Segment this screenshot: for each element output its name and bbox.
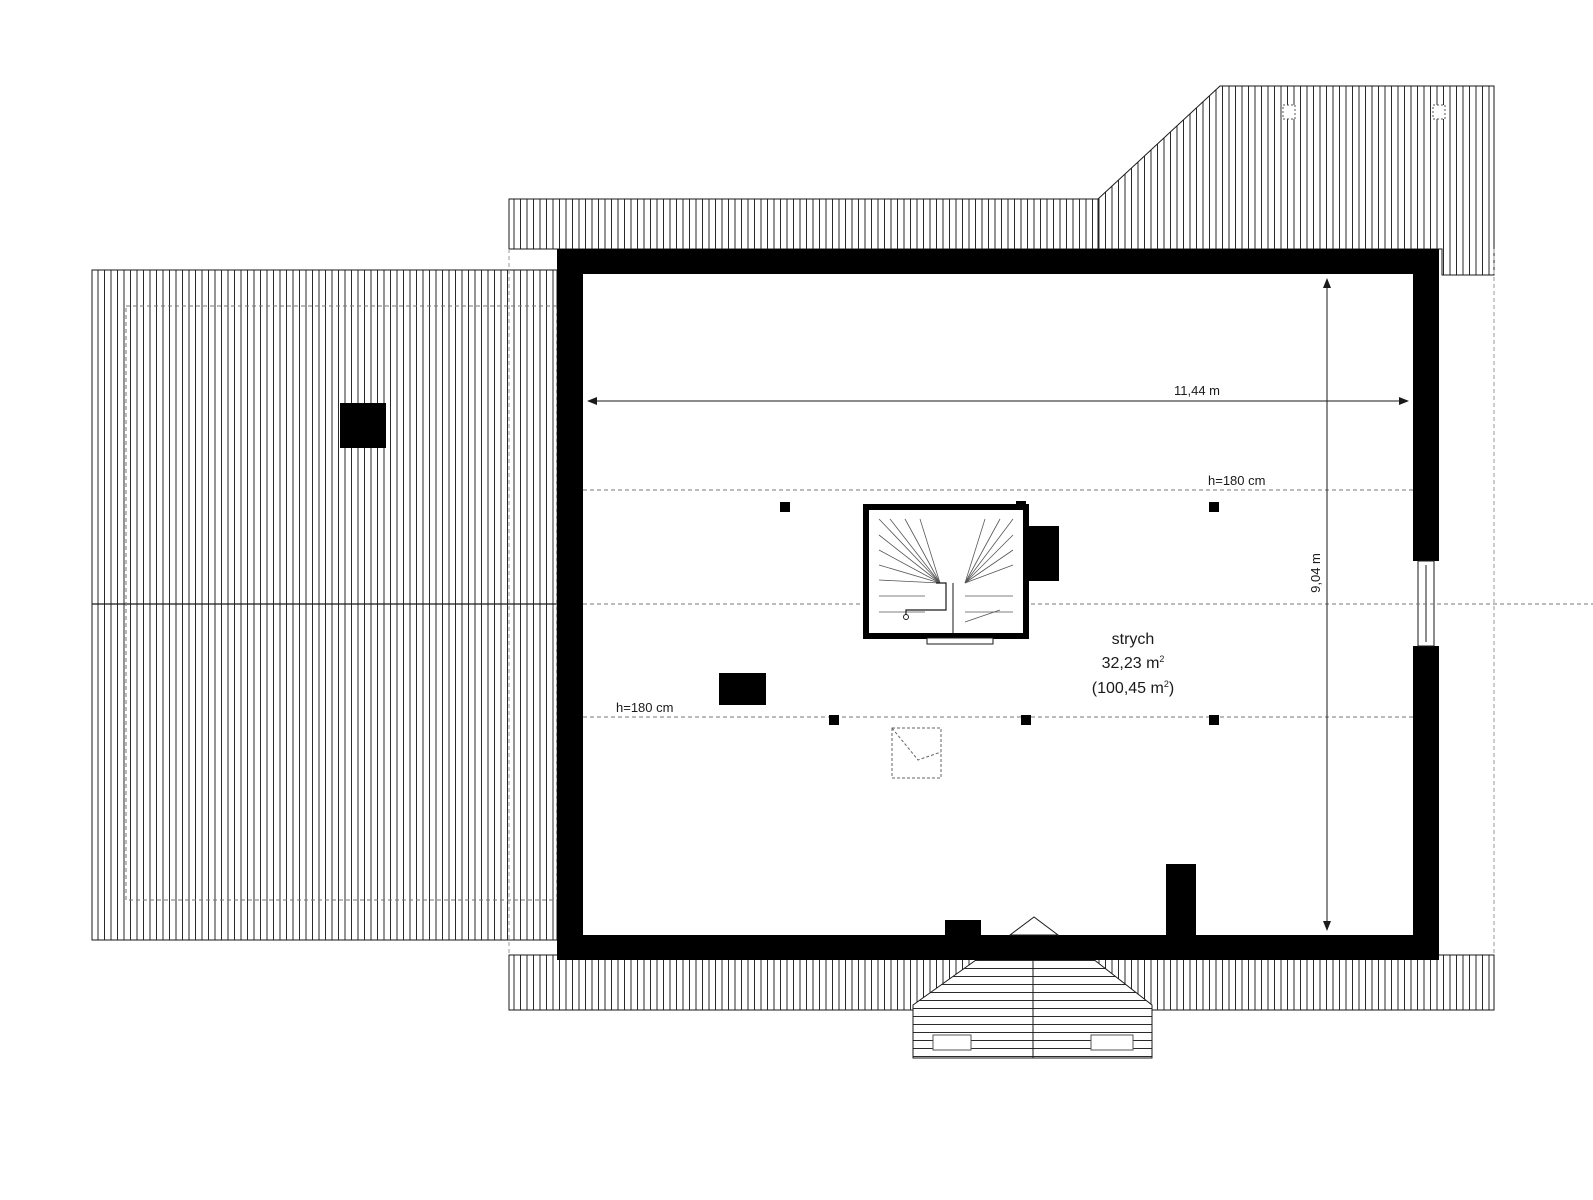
post bbox=[1021, 715, 1031, 725]
upper-right-roof bbox=[1097, 85, 1495, 276]
stair-chimney bbox=[1029, 526, 1059, 581]
bottom-wall-dormer-peak bbox=[1008, 916, 1060, 936]
room-area-unit-sup: 2 bbox=[1159, 654, 1164, 664]
roof-vent-right bbox=[1432, 104, 1446, 120]
wall-right-lower bbox=[1413, 646, 1439, 960]
post bbox=[829, 715, 839, 725]
stair-threshold bbox=[926, 637, 994, 645]
room-name: strych bbox=[1112, 631, 1155, 648]
depth-dimension-label: 9,04 m bbox=[1308, 553, 1323, 593]
height-label-upper: h=180 cm bbox=[1208, 473, 1265, 488]
post bbox=[780, 502, 790, 512]
width-dimension-label: 11,44 m bbox=[1174, 383, 1220, 398]
bottom-wall-chimney bbox=[945, 920, 981, 940]
stair-chimney-tab bbox=[1016, 501, 1026, 509]
roof-hatch bbox=[891, 727, 942, 779]
wall-top bbox=[557, 249, 1439, 274]
interior-chimney-tall bbox=[1166, 864, 1196, 940]
exterior-walls bbox=[557, 249, 1439, 960]
post bbox=[1209, 715, 1219, 725]
room-total-area: (100,45 m2) bbox=[1092, 679, 1174, 697]
wall-bottom bbox=[557, 935, 1439, 960]
interior-chimney bbox=[719, 673, 766, 705]
height-label-lower: h=180 cm bbox=[616, 700, 673, 715]
right-overhang-outline bbox=[508, 249, 1495, 955]
post bbox=[1209, 502, 1219, 512]
room-total-unit-sup: 2 bbox=[1164, 679, 1169, 689]
roof-vent-left bbox=[1282, 104, 1296, 120]
stairwell bbox=[863, 501, 1059, 645]
left-wing-chimney bbox=[340, 403, 386, 448]
wall-right-upper bbox=[1413, 249, 1439, 561]
wall-left bbox=[557, 249, 583, 960]
left-wing-roof bbox=[91, 269, 558, 941]
posts bbox=[780, 502, 1219, 725]
height-lines bbox=[583, 489, 1593, 718]
room-area: 32,23 m2 bbox=[1102, 654, 1165, 672]
